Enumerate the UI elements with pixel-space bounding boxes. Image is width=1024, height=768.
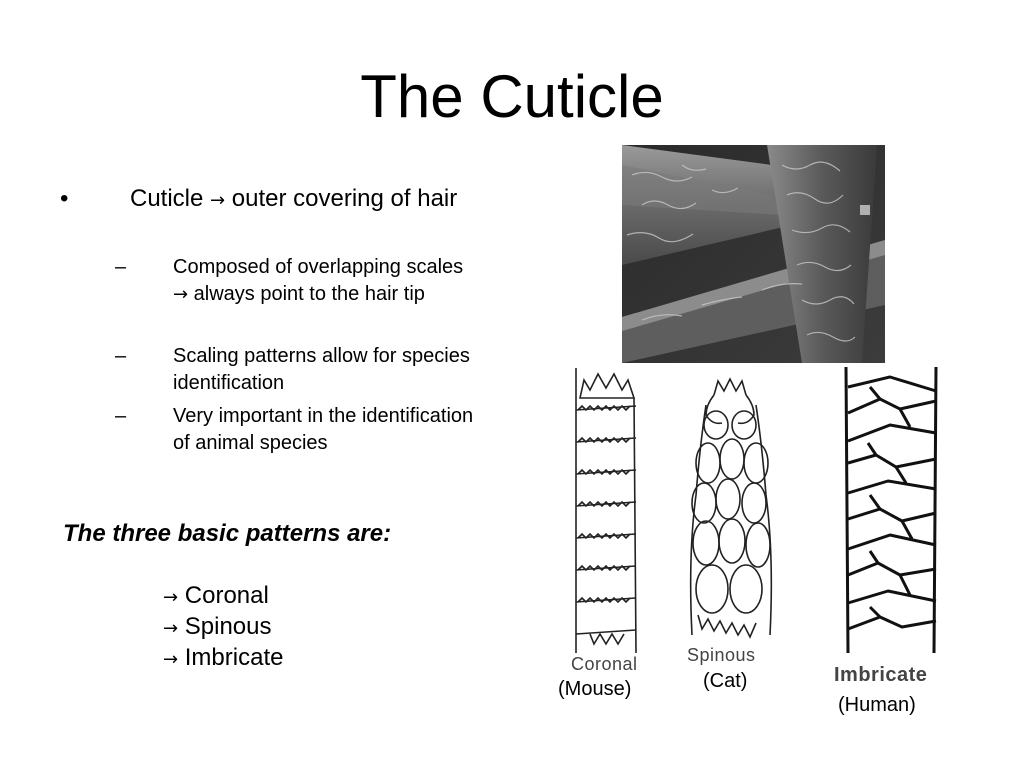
coronal-pattern-drawing (575, 368, 637, 653)
pattern-item-spinous: → Spinous (163, 612, 272, 644)
spinous-drawing-label: Spinous (687, 645, 756, 665)
pattern-label: Spinous (184, 613, 272, 640)
sub-bullet-importance: – Very important in the identification o… (115, 403, 475, 457)
pattern-label: Imbricate (184, 644, 284, 671)
imbricate-pattern-drawing (844, 366, 938, 653)
spinous-pattern-drawing (689, 377, 773, 639)
imbricate-drawing-label: Imbricate (834, 664, 928, 686)
imbricate-caption: (Human) (838, 694, 916, 716)
sub-bullet-scaling-patterns: – Scaling patterns allow for species ide… (115, 343, 475, 397)
sub-bullet-text: Very important in the identification of … (173, 405, 474, 454)
sub-bullet-marker: – (115, 345, 127, 367)
spinous-caption: (Cat) (703, 670, 748, 692)
coronal-caption: (Mouse) (558, 678, 632, 700)
bullet-marker: • (60, 185, 69, 212)
slide-title: The Cuticle (360, 63, 664, 130)
sub-bullet-marker: – (115, 256, 127, 278)
pattern-item-coronal: → Coronal (163, 581, 269, 613)
right-arrow-icon: → (163, 649, 179, 670)
coronal-drawing-label: Coronal (571, 654, 638, 674)
sub-bullet-text: Composed of overlapping scales → always … (173, 254, 475, 308)
sub-bullet-prefix: Composed of overlapping scales (173, 256, 464, 278)
sub-bullet-marker: – (115, 405, 127, 427)
right-arrow-icon: → (210, 190, 226, 211)
sub-bullet-text: Scaling patterns allow for species ident… (173, 345, 470, 394)
sub-bullet-scales: – Composed of overlapping scales → alway… (115, 254, 475, 308)
bullet-text: Cuticle → outer covering of hair (130, 184, 490, 216)
bullet-text-prefix: Cuticle (130, 185, 211, 212)
bullet-cuticle: • Cuticle → outer covering of hair (60, 184, 490, 216)
bullet-text-suffix: outer covering of hair (225, 185, 458, 212)
hair-micrograph-image (622, 145, 885, 363)
right-arrow-icon: → (163, 587, 179, 608)
pattern-label: Coronal (184, 582, 269, 609)
right-arrow-icon: → (173, 284, 189, 305)
patterns-heading: The three basic patterns are: (63, 520, 392, 547)
right-arrow-icon: → (163, 618, 179, 639)
sub-bullet-suffix: always point to the hair tip (188, 283, 425, 305)
pattern-item-imbricate: → Imbricate (163, 643, 283, 675)
